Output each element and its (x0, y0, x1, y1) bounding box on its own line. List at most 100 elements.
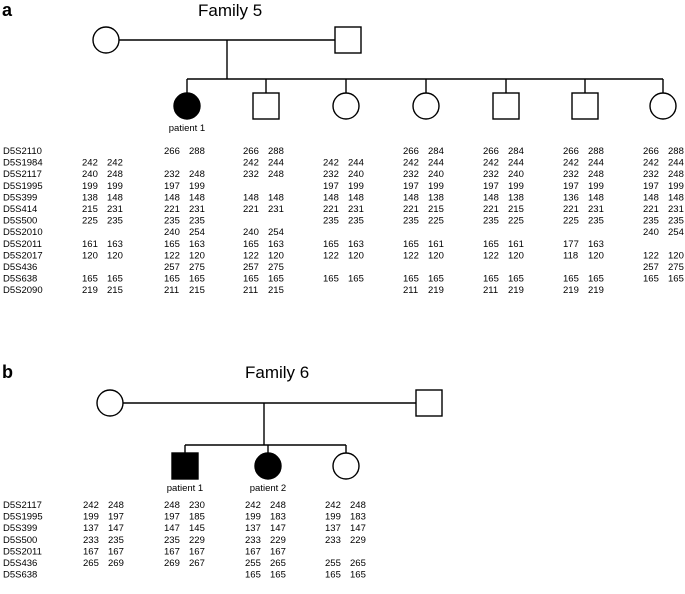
marker-name: D5S2010 (3, 227, 43, 238)
allele-value: 288 (588, 146, 604, 157)
allele-value: 211 (403, 285, 418, 296)
allele-value: 266 (164, 146, 180, 157)
allele-value: 215 (189, 285, 205, 296)
allele-value: 165 (270, 570, 286, 581)
allele-value: 118 (563, 250, 578, 261)
allele-value: 248 (164, 500, 180, 511)
allele-value: 197 (323, 181, 339, 192)
allele-value: 219 (428, 285, 444, 296)
allele-value: 148 (268, 192, 284, 203)
child-2-symbol (252, 92, 280, 120)
allele-value: 233 (83, 535, 99, 546)
allele-value: 215 (82, 204, 98, 215)
family-5-marker-names: D5S2110D5S1984D5S2117D5S1995D5S399D5S414… (3, 146, 43, 296)
allele-value: 215 (107, 285, 123, 296)
allele-value: 244 (428, 158, 444, 169)
allele-value: 219 (588, 285, 604, 296)
allele-value: 266 (483, 146, 499, 157)
patient-label: patient 1 (169, 123, 205, 134)
allele-value: 254 (268, 227, 284, 238)
allele-value: 240 (643, 227, 659, 238)
allele-value: 244 (268, 158, 284, 169)
allele-value: 165 (189, 274, 205, 285)
allele-value: 248 (189, 169, 205, 180)
allele-value: 221 (403, 204, 419, 215)
allele-value: 165 (428, 274, 444, 285)
allele-value: 235 (189, 216, 205, 227)
allele-value: 219 (82, 285, 98, 296)
allele-value: 136 (563, 192, 579, 203)
allele-value: 197 (643, 181, 659, 192)
allele-value: 219 (563, 285, 579, 296)
allele-value: 161 (508, 239, 524, 250)
allele-value: 137 (245, 523, 261, 534)
allele-value: 242 (483, 158, 499, 169)
allele-value: 165 (323, 239, 339, 250)
allele-value: 165 (268, 274, 284, 285)
allele-value: 244 (668, 158, 684, 169)
allele-value: 199 (107, 181, 123, 192)
allele-value: 240 (243, 227, 259, 238)
allele-value: 215 (508, 204, 524, 215)
allele-value: 122 (643, 250, 659, 261)
allele-value: 255 (325, 558, 341, 569)
allele-value: 148 (323, 192, 339, 203)
allele-value: 219 (508, 285, 524, 296)
marker-name: D5S399 (3, 192, 37, 203)
allele-value: 235 (164, 216, 180, 227)
allele-value: 244 (508, 158, 524, 169)
allele-value: 163 (588, 239, 604, 250)
allele-value: 120 (588, 250, 604, 261)
allele-value: 120 (668, 250, 684, 261)
allele-value: 199 (189, 181, 205, 192)
marker-name: D5S436 (3, 262, 37, 273)
allele-value: 163 (268, 239, 284, 250)
allele-value: 275 (668, 262, 684, 273)
family-6-marker-names: D5S2117D5S1995D5S399D5S500D5S2011D5S436D… (3, 500, 43, 581)
marker-name: D5S1995 (3, 181, 43, 192)
allele-value: 165 (588, 274, 604, 285)
allele-value: 275 (189, 262, 205, 273)
child-5-symbol (492, 92, 520, 120)
allele-value: 148 (588, 192, 604, 203)
allele-value: 221 (643, 204, 659, 215)
allele-value: 230 (189, 500, 205, 511)
allele-value: 242 (563, 158, 579, 169)
marker-name: D5S1995 (3, 512, 43, 523)
allele-value: 233 (245, 535, 261, 546)
allele-value: 235 (164, 535, 180, 546)
allele-value: 165 (350, 570, 366, 581)
allele-value: 199 (245, 512, 261, 523)
allele-value: 165 (323, 274, 339, 285)
marker-name: D5S638 (3, 274, 37, 285)
marker-name: D5S2011 (3, 239, 42, 250)
allele-value: 165 (643, 274, 659, 285)
marker-name: D5S2090 (3, 285, 43, 296)
allele-value: 167 (83, 546, 99, 557)
allele-value: 120 (189, 250, 205, 261)
allele-value: 165 (164, 239, 180, 250)
allele-value: 257 (643, 262, 659, 273)
allele-value: 254 (668, 227, 684, 238)
family-6-individuals (96, 389, 443, 480)
allele-value: 225 (82, 216, 98, 227)
allele-value: 199 (348, 181, 364, 192)
allele-value: 167 (164, 546, 180, 557)
patient-label: patient 1 (167, 483, 203, 494)
allele-value: 240 (508, 169, 524, 180)
allele-value: 229 (189, 535, 205, 546)
child-7-symbol (649, 92, 677, 120)
allele-value: 240 (82, 169, 98, 180)
allele-value: 148 (348, 192, 364, 203)
allele-value: 242 (245, 500, 261, 511)
allele-value: 288 (668, 146, 684, 157)
allele-value: 163 (189, 239, 205, 250)
marker-name: D5S1984 (3, 158, 43, 169)
allele-value: 284 (508, 146, 524, 157)
allele-value: 199 (428, 181, 444, 192)
allele-value: 242 (82, 158, 98, 169)
allele-value: 221 (243, 204, 259, 215)
